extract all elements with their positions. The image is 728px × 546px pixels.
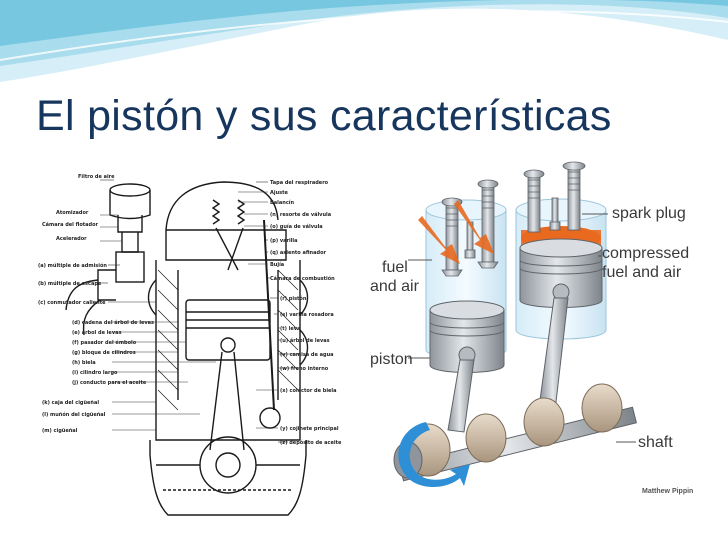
label-leva: (t) leva [280,326,300,332]
label-colector-biela: (x) colector de biela [280,388,337,394]
piston-left [429,300,505,373]
piston-right [519,238,603,308]
connecting-rods [447,297,569,433]
label-multiple-escape: (b) múltiple de escape [38,280,102,287]
label-pasador-embolo: (f) pasador del émbolo [72,339,137,346]
label-bujia: Bujía [270,261,284,268]
label-resorte-valvula: (n) resorte de válvula [270,211,331,218]
crankshaft [393,383,637,482]
label-conducto-aceite: (j) conducto para el aceite [72,380,147,386]
leader-lines-right [238,181,300,443]
label-arbol-de-levas: (u) árbol de levas [280,337,330,344]
label-bloque-cilindros: (g) bloque de cilindros [72,350,136,356]
label-biela: (h) biela [72,360,96,366]
label-acelerador: Acelerador [56,236,87,242]
leader-lines-left [98,179,216,431]
label-camisa-agua: (v) camisa de agua [280,352,334,358]
label-cadena-arbol: (d) cadena del árbol de levas [72,319,154,326]
label-fuel: fuel [382,259,408,276]
label-filtro-de-aire: Filtro de aire [78,174,115,180]
wave-line [0,10,728,61]
label-arbol-levas: (e) árbol de levas [72,329,121,336]
label-munon-ciguenal: (l) muñón del cigüeñal [42,411,106,418]
label-piston-es: (r) pistón [280,295,307,302]
label-fuel-and-air: fuel and air [602,264,682,281]
label-piston: piston [370,351,413,368]
right-label-column: Tapa del respiradero Ajuste Balancín (n)… [270,180,342,446]
wave-dark [0,0,728,46]
label-and-air: and air [370,278,420,295]
header-wave-decoration [0,0,728,82]
fuel-air-flow-arrows [418,200,494,264]
label-freno-interno: (w) freno interno [280,366,329,372]
exhaust-valves [523,161,586,233]
label-spark-plug: spark plug [612,205,686,222]
rotation-arrow [398,422,470,487]
label-conmutador-caliente: (c) conmutador caliente [38,300,106,306]
slide-title: El pistón y sus características [36,92,612,140]
label-tapa-respiradero: Tapa del respiradero [270,180,329,186]
label-camara-combustion: Cámara de combustión [270,275,335,282]
spark-plug-right [549,197,561,231]
label-asiento-afinador: (q) asiento afinador [270,250,326,256]
engine-block-drawing [65,181,309,516]
label-ajuste: Ajuste [270,190,289,196]
label-balancin: Balancín [270,199,295,206]
label-camara-flotador: Cámara del flotador [42,221,99,228]
callout-lines [408,213,636,443]
label-cilindro-largo: (i) cilindro largo [72,370,118,376]
engine-cross-section-diagram: Filtro de aire Atomizador Cámara del flo… [38,174,342,516]
label-varilla-rosadora: (s) varilla rosadora [280,312,334,318]
piston-illustration: fuel and air piston spark plug compresse… [370,161,693,495]
label-varilla: (p) varilla [270,238,298,244]
label-atomizador: Atomizador [56,210,89,216]
label-caja-ciguenal: (k) caja del cigüeñal [42,400,99,406]
label-deposito-aceite: (z) depósito de aceite [280,439,342,446]
label-multiple-admision: (a) múltiple de admisión [38,262,107,269]
label-cojinete-principal: (y) cojinete principal [280,426,339,432]
label-compressed: compressed [602,245,689,262]
left-label-column: Filtro de aire Atomizador Cámara del flo… [38,174,154,434]
image-credit: Matthew Pippin [642,488,693,495]
label-ciguenal: (m) cigüeñal [42,428,78,434]
label-shaft: shaft [638,434,673,451]
label-guia-valvula: (o) guía de válvula [270,223,323,230]
